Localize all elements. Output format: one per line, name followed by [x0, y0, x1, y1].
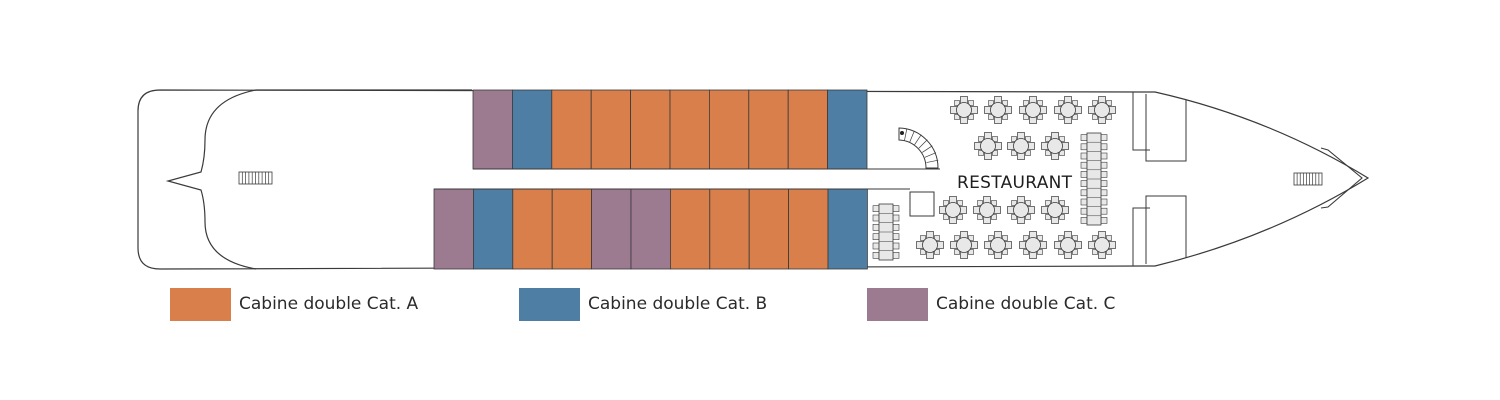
cabin-cat-a: [669, 89, 710, 170]
upper-cabin-row: [472, 89, 868, 170]
legend-item-cat-b: Cabine double Cat. B: [519, 287, 767, 321]
round-table: [1054, 96, 1082, 124]
legend-label-cat-c: Cabine double Cat. C: [936, 294, 1116, 314]
round-table: [1007, 132, 1035, 160]
cabin-cat-c: [433, 188, 474, 270]
stern-stairs: [238, 171, 273, 185]
round-table: [984, 231, 1012, 259]
legend-label-cat-b: Cabine double Cat. B: [588, 294, 768, 314]
cabin-cat-c: [630, 188, 671, 270]
cabin-cat-a: [788, 188, 829, 270]
legend-item-cat-a: Cabine double Cat. A: [170, 287, 418, 321]
legend-swatch-cat-a: [170, 287, 231, 321]
galley-walls: [1132, 92, 1187, 266]
cabin-cat-b: [827, 89, 868, 170]
restaurant-tables: [916, 96, 1116, 259]
round-table: [973, 196, 1001, 224]
round-table: [939, 196, 967, 224]
legend-swatch-cat-c: [867, 287, 928, 321]
lower-cabin-row: [433, 188, 868, 270]
cabin-cat-a: [551, 188, 593, 270]
cabin-cat-a: [709, 188, 750, 270]
long-table: [1080, 132, 1108, 226]
bow-stairs: [1293, 172, 1323, 186]
cabin-cat-a: [709, 89, 750, 170]
hull-outline: [137, 89, 1370, 270]
cabin-cat-a: [748, 188, 790, 270]
cabin-cat-a: [630, 89, 671, 170]
round-table: [984, 96, 1012, 124]
round-table: [1007, 196, 1035, 224]
long-table: [872, 203, 900, 261]
round-table: [974, 132, 1002, 160]
cabin-cat-b: [512, 89, 553, 170]
round-table: [1041, 132, 1069, 160]
round-table: [1054, 231, 1082, 259]
stern-deck-curve: [165, 89, 472, 270]
restaurant-label: RESTAURANT: [957, 173, 1073, 193]
round-table: [950, 96, 978, 124]
spiral-staircase: [898, 127, 939, 169]
legend-label-cat-a: Cabine double Cat. A: [239, 294, 419, 314]
legend-swatch-cat-b: [519, 287, 580, 321]
legend-item-cat-c: Cabine double Cat. C: [867, 287, 1115, 321]
long-tables: [872, 132, 1108, 261]
cabin-cat-a: [551, 89, 592, 170]
bow-wedge: [1320, 147, 1363, 209]
cabin-cat-a: [787, 89, 829, 170]
cabin-cat-a: [512, 188, 553, 270]
cabin-cat-b: [472, 188, 514, 270]
round-table: [1019, 96, 1047, 124]
cabin-cat-b: [827, 188, 868, 270]
round-table: [950, 231, 978, 259]
cabin-cat-c: [472, 89, 513, 170]
round-table: [1041, 196, 1069, 224]
elevator-box: [909, 191, 935, 217]
cabin-cat-a: [670, 188, 711, 270]
round-table: [916, 231, 944, 259]
cabin-cat-c: [591, 188, 632, 270]
cabin-cat-a: [748, 89, 789, 170]
round-table: [1088, 231, 1116, 259]
round-table: [1019, 231, 1047, 259]
round-table: [1088, 96, 1116, 124]
cabin-cat-a: [590, 89, 632, 170]
